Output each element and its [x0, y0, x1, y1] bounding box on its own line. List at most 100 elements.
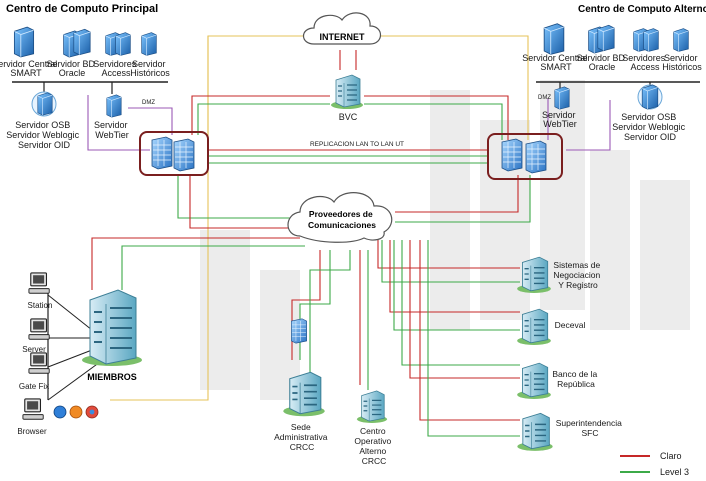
server-bd-icon-2 [73, 28, 91, 56]
alt-label-bd-1: Servidor BD [576, 53, 625, 63]
alt-label-osb-3: Servidor OID [624, 132, 677, 142]
internet-cloud-icon [302, 12, 382, 45]
label-historicos-2: Históricos [130, 68, 170, 78]
firewall-principal [139, 131, 209, 176]
members-group: Station Server Gate Fix Browser MIEMBROS [17, 272, 142, 436]
legend-level3-label: Level 3 [660, 467, 689, 477]
alt-label-osb-2: Servidor Weblogic [612, 122, 685, 132]
sede-node: Sede Administrativa CRCC [274, 318, 330, 452]
bvc-node: BVC [330, 74, 364, 122]
alt-label-webtier-2: WebTier [543, 119, 577, 129]
firewall-icon [151, 136, 173, 170]
bvc-building-icon [330, 74, 364, 110]
label-webtier-2: WebTier [95, 130, 129, 140]
internet-label: INTERNET [320, 32, 366, 42]
firewall-box-alterno [487, 133, 563, 180]
label-access-1: Servidores [93, 59, 137, 69]
firewall-alterno [487, 133, 563, 180]
centro-label-3: Alterno [359, 446, 386, 456]
gatefix-label: Gate Fix [19, 382, 49, 391]
gatefix-pc-icon [28, 352, 50, 374]
alt-firewall-icon-2 [525, 140, 547, 174]
sede-building-icon [282, 371, 326, 418]
dmz-label-alterno: DMZ [538, 95, 551, 101]
alt-server-central-icon [543, 23, 565, 55]
server-webtier-icon [106, 94, 122, 118]
sede-label-3: CRCC [290, 442, 315, 452]
server-label: Server [22, 345, 46, 354]
svg-text:Centro Operativo A: Centro Operativo Alterno CRCC [354, 426, 393, 466]
replication-label: REPLICACION LAN TO LAN UT [310, 141, 404, 148]
server-historicos-icon [141, 32, 157, 56]
label-central-1: Servidor Central [0, 59, 57, 69]
centro-label-1: Centro [360, 426, 386, 436]
legend-claro-label: Claro [660, 451, 682, 461]
deceval-label: Deceval [555, 320, 586, 330]
svg-text:Sede Administrativa: Sede Administrativa CRCC [274, 422, 330, 452]
server-pc-icon [28, 318, 50, 340]
firefox-browser-icon [69, 405, 83, 419]
superintendencia-label-1: Superintendencia [556, 418, 622, 428]
title-principal: Centro de Computo Principal [6, 3, 158, 15]
svg-text:Servidores Access: Servidores Access [93, 59, 139, 78]
alt-label-historicos-2: Históricos [662, 62, 702, 72]
alt-server-bd-icon-2 [597, 24, 615, 52]
miembros-label: MIEMBROS [87, 372, 137, 382]
alt-server-access-icon-2 [643, 28, 659, 52]
proveedores-cloud-icon [287, 192, 393, 243]
bvc-label: BVC [339, 112, 358, 122]
dmz-label-principal: DMZ [142, 100, 155, 106]
internet-cloud: INTERNET [302, 12, 382, 45]
svg-text:Servidor OSB Servidor W: Servidor OSB Servidor Weblogic Servidor … [612, 112, 687, 142]
deceval-building-icon [516, 308, 552, 346]
svg-text:Servidor Central SMART: Servidor Central SMART [0, 59, 60, 78]
server-access-icon-2 [115, 32, 131, 56]
alt-label-bd-2: Oracle [589, 62, 616, 72]
label-historicos-1: Servidor [132, 59, 166, 69]
banco-label-2: República [557, 379, 595, 389]
label-osb-3: Servidor OID [18, 140, 71, 150]
banco-building-icon [516, 362, 552, 400]
svg-text:Servidor Históricos: Servidor Históricos [130, 59, 170, 78]
centro-label-4: CRCC [362, 456, 387, 466]
entities: Sistemas de Negociacion Y Registro Decev… [516, 256, 622, 452]
label-bd-2: Oracle [59, 68, 86, 78]
label-bd-1: Servidor BD [46, 59, 95, 69]
proveedores-label-2: Comunicaciones [308, 220, 376, 230]
superintendencia-building-icon [516, 412, 554, 452]
sistemas-building-icon [516, 256, 552, 294]
sede-firewall-icon [290, 318, 308, 344]
svg-text:Servidor WebTier: Servidor WebTier [94, 120, 130, 140]
alt-server-historicos-icon [673, 28, 689, 52]
superintendencia-label-2: SFC [582, 428, 599, 438]
banco-label-1: Banco de la [552, 369, 597, 379]
svg-text:Servidor WebTier: Servidor WebTier [542, 110, 578, 129]
title-alterno: Centro de Computo Alterno [578, 4, 706, 15]
svg-text:Servidor Históricos: Servidor Históricos [662, 53, 702, 72]
connection-lines [87, 35, 611, 437]
alt-label-central-2: SMART [540, 62, 572, 72]
station-label: Station [28, 301, 53, 310]
firewall-box-principal [139, 131, 209, 176]
alterno-servers: Servidor Central SMART Servidor BD Oracl… [522, 23, 702, 142]
alt-label-access-1: Servidores [622, 53, 666, 63]
svg-text:Sistemas de Negociacion: Sistemas de Negociacion Y Registro [553, 260, 602, 290]
svg-text:Servidores Access: Servidores Access [622, 53, 668, 72]
alt-firewall-icon [501, 138, 523, 172]
alt-label-central-1: Servidor Central [522, 53, 587, 63]
ie-browser-icon [53, 405, 67, 419]
alt-server-webtier-icon [554, 86, 570, 110]
svg-text:Servidor OSB Servidor W: Servidor OSB Servidor Weblogic Servidor … [6, 120, 81, 150]
svg-text:Servidor BD Oracle: Servidor BD Oracle [46, 59, 97, 78]
sede-label-2: Administrativa [274, 432, 328, 442]
members-building-icon [82, 289, 142, 366]
station-pc-icon [28, 272, 50, 294]
label-webtier-1: Servidor [94, 120, 128, 130]
centro-label-2: Operativo [354, 436, 391, 446]
sistemas-label-3: Y Registro [558, 280, 598, 290]
label-central-2: SMART [10, 68, 42, 78]
label-osb-2: Servidor Weblogic [6, 130, 79, 140]
proveedores-cloud: Proveedores de Comunicaciones [287, 192, 393, 243]
